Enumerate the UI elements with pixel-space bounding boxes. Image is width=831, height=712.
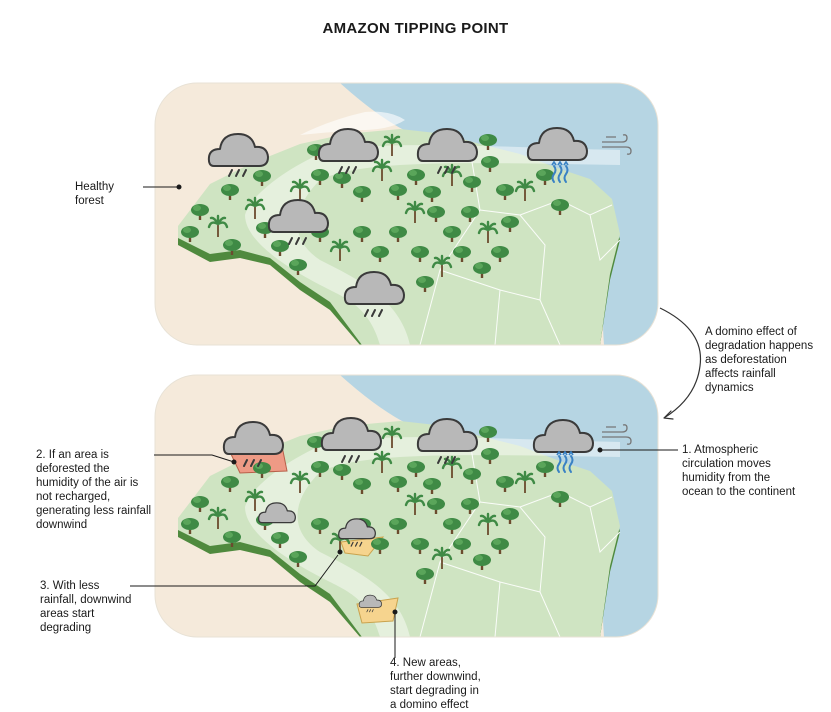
page-title: AMAZON TIPPING POINT [322,20,509,37]
healthy-forest-label: Healthy forest [75,181,114,207]
healthy-forest-panel [155,83,658,345]
step-3-note: 3. With less rainfall, downwind areas st… [40,580,132,634]
step-2-note: 2. If an area is deforested the humidity… [36,449,152,531]
domino-arrow [659,307,702,420]
step-1-note: 1. Atmospheric circulation moves humidit… [682,444,796,498]
domino-effect-note: A domino effect of degradation happens a… [705,326,814,394]
degradation-panel [155,375,658,637]
step-4-note: 4. New areas, further downwind, start de… [390,657,481,711]
leader-lines [130,184,678,658]
